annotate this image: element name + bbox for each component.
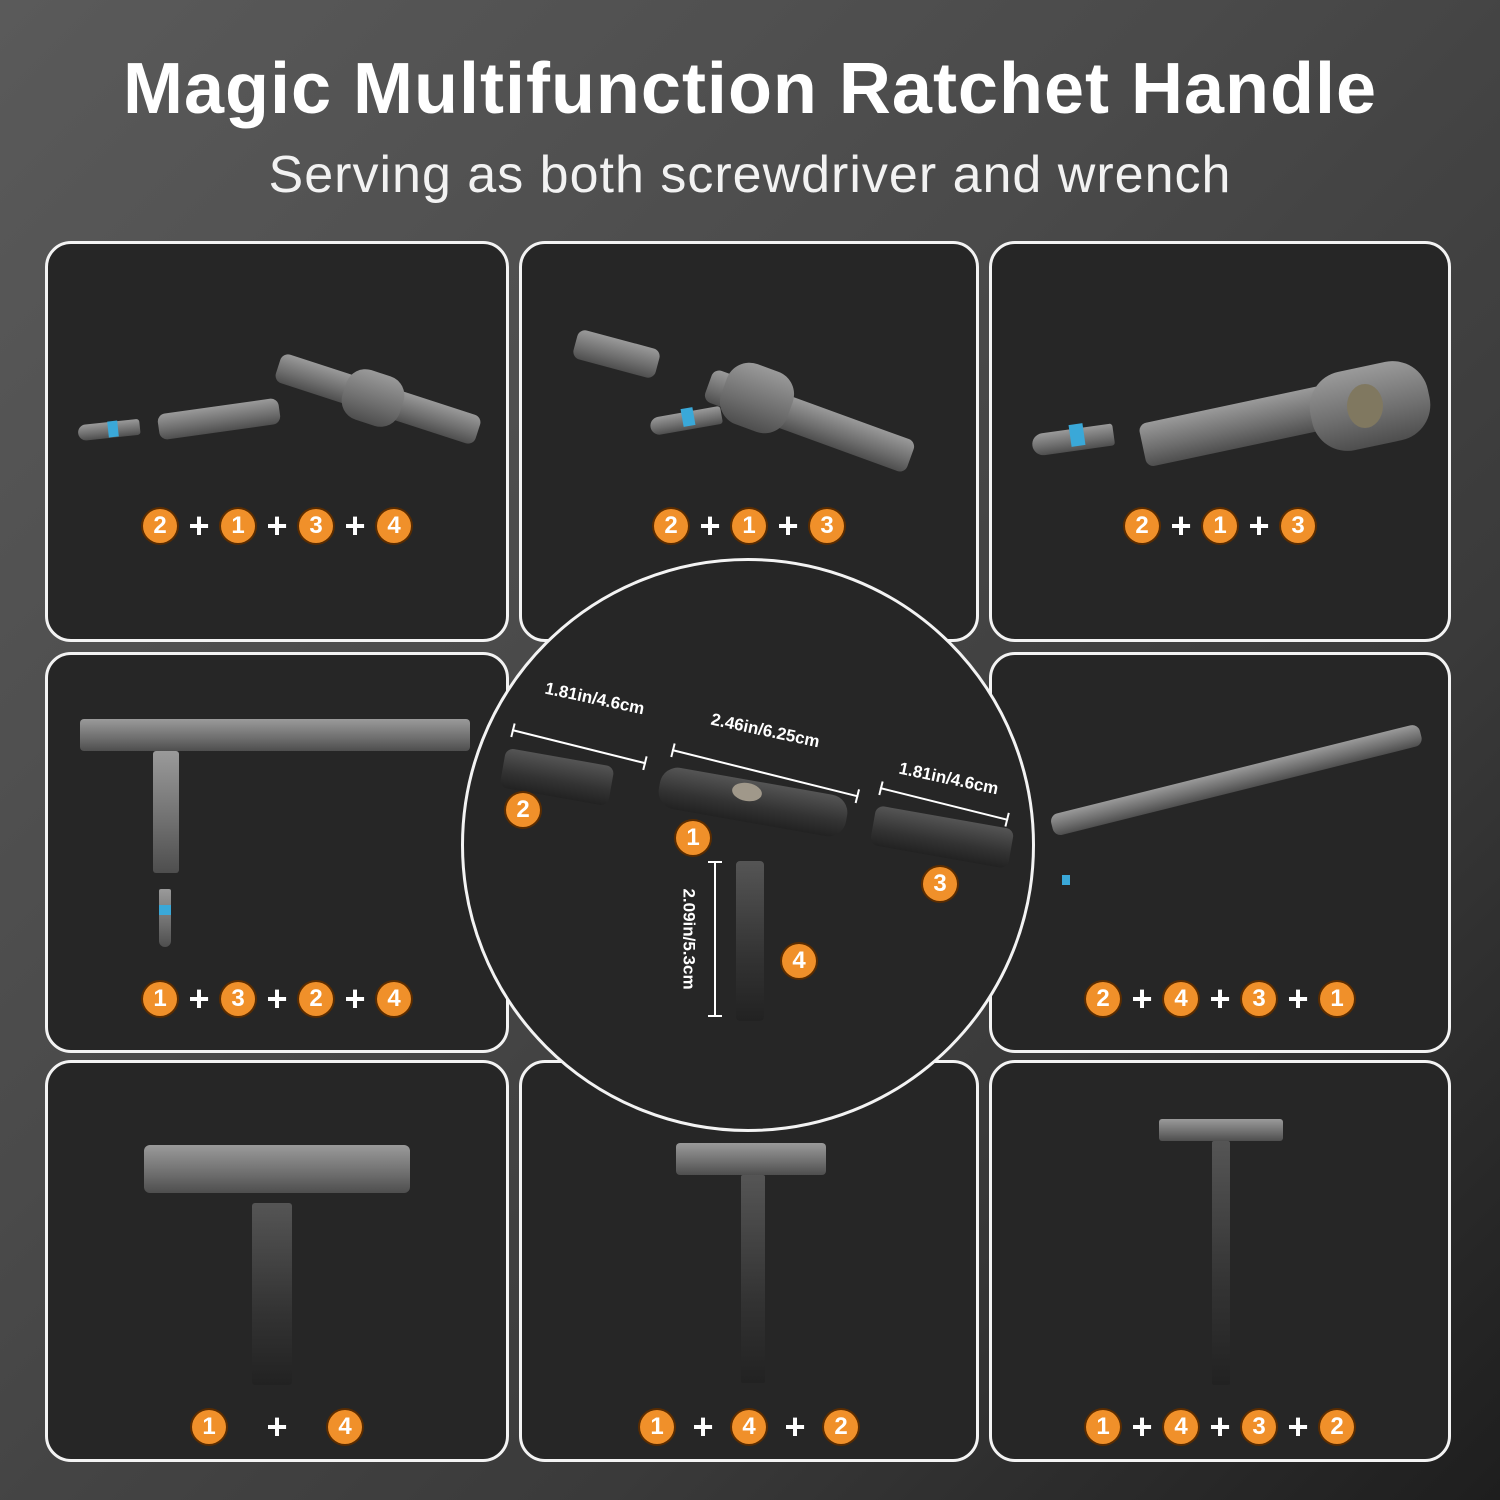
plus-sign: + [188, 978, 210, 1019]
parts-diagram-circle: 1.81in/4.6cm 2 2.46in/6.25cm 1 1.81in/4.… [461, 558, 1035, 1132]
panel-middle-right: 2 + 4 + 3 + 1 [989, 652, 1451, 1053]
plus-sign: + [1209, 1406, 1231, 1447]
part-badge: 3 [1242, 982, 1276, 1016]
plus-sign: + [1248, 505, 1270, 546]
formula: 1 + 3 + 2 + 4 [48, 978, 506, 1019]
ratchet-crossbar-image [676, 1143, 826, 1175]
extension-socket-image [571, 328, 662, 380]
part-badge: 2 [1125, 509, 1159, 543]
bit-color-band [159, 905, 171, 915]
part-4-bit-adapter [736, 861, 764, 1021]
part-badge: 3 [810, 509, 844, 543]
plus-sign: + [1170, 505, 1192, 546]
part-badge: 3 [1281, 509, 1315, 543]
part-badge: 1 [1086, 1410, 1120, 1444]
extension-rod-image [156, 397, 282, 441]
part-badge-4: 4 [782, 944, 816, 978]
part-badge: 1 [192, 1410, 226, 1444]
part-badge-2: 2 [506, 793, 540, 827]
part-badge: 2 [1086, 982, 1120, 1016]
assembled-rod-image [1212, 1141, 1230, 1385]
part-badge: 3 [299, 509, 333, 543]
part-badge: 2 [654, 509, 688, 543]
panel-bottom-left: 1 + 4 [45, 1060, 509, 1462]
plus-sign: + [188, 505, 210, 546]
page-subtitle: Serving as both screwdriver and wrench [268, 146, 1232, 204]
part-badge: 1 [1320, 982, 1354, 1016]
plus-sign: + [266, 978, 288, 1019]
part-badge: 3 [1242, 1410, 1276, 1444]
part-badge: 2 [143, 509, 177, 543]
part-badge: 1 [732, 509, 766, 543]
bit-adapter-image [252, 1203, 292, 1385]
part-badge: 4 [732, 1410, 766, 1444]
formula: 2 + 1 + 3 [522, 505, 976, 546]
dimension-label-part-3: 1.81in/4.6cm [897, 758, 1001, 799]
plus-sign: + [784, 1406, 806, 1447]
plus-sign: + [1131, 1406, 1153, 1447]
part-badge: 2 [1320, 1410, 1354, 1444]
plus-sign: + [344, 978, 366, 1019]
plus-sign: + [1131, 978, 1153, 1019]
part-badge: 4 [328, 1410, 362, 1444]
ratchet-crossbar-image [144, 1145, 410, 1193]
assembled-rod-image [741, 1175, 765, 1383]
formula: 2 + 1 + 3 [992, 505, 1448, 546]
panel-top-right: 2 + 1 + 3 [989, 241, 1451, 642]
plus-sign: + [266, 1406, 288, 1447]
part-badge-1: 1 [676, 821, 710, 855]
part-badge: 2 [299, 982, 333, 1016]
plus-sign: + [699, 505, 721, 546]
formula: 1 + 4 [48, 1406, 506, 1447]
formula: 2 + 1 + 3 + 4 [48, 505, 506, 546]
dimension-label-part-2: 1.81in/4.6cm [543, 678, 647, 719]
bit-color-band [1068, 423, 1086, 447]
plus-sign: + [1287, 978, 1309, 1019]
plus-sign: + [692, 1406, 714, 1447]
formula: 2 + 4 + 3 + 1 [992, 978, 1448, 1019]
ratchet-crossbar-image [1159, 1119, 1283, 1141]
part-badge: 4 [377, 982, 411, 1016]
ratchet-crossbar-image [80, 719, 470, 751]
plus-sign: + [344, 505, 366, 546]
dimension-label-part-1: 2.46in/6.25cm [709, 709, 822, 752]
panel-bottom-right: 1 + 4 + 3 + 2 [989, 1060, 1451, 1462]
plus-sign: + [1209, 978, 1231, 1019]
part-badge-3: 3 [923, 867, 957, 901]
screwdriver-bit-image [159, 889, 171, 947]
part-badge: 1 [640, 1410, 674, 1444]
part-badge: 3 [221, 982, 255, 1016]
plus-sign: + [266, 505, 288, 546]
assembled-screwdriver-image [1049, 723, 1424, 837]
panel-middle-left: 1 + 3 + 2 + 4 [45, 652, 509, 1053]
part-badge: 1 [1203, 509, 1237, 543]
part-badge: 4 [1164, 982, 1198, 1016]
formula: 1 + 4 + 3 + 2 [992, 1406, 1448, 1447]
part-badge: 2 [824, 1410, 858, 1444]
bit-color-band [107, 420, 119, 438]
ratchet-knob-image [1347, 384, 1383, 428]
part-badge: 1 [143, 982, 177, 1016]
plus-sign: + [777, 505, 799, 546]
dimension-line-part-4 [708, 861, 722, 1017]
dimension-label-part-4: 2.09in/5.3cm [679, 888, 699, 990]
vertical-rod-image [153, 751, 179, 873]
plus-sign: + [1287, 1406, 1309, 1447]
page-title: Magic Multifunction Ratchet Handle [122, 49, 1378, 129]
bit-color-band [1062, 875, 1070, 885]
formula: 1 + 4 + 2 [522, 1406, 976, 1447]
part-badge: 1 [221, 509, 255, 543]
panel-top-left: 2 + 1 + 3 + 4 [45, 241, 509, 642]
part-badge: 4 [377, 509, 411, 543]
part-badge: 4 [1164, 1410, 1198, 1444]
